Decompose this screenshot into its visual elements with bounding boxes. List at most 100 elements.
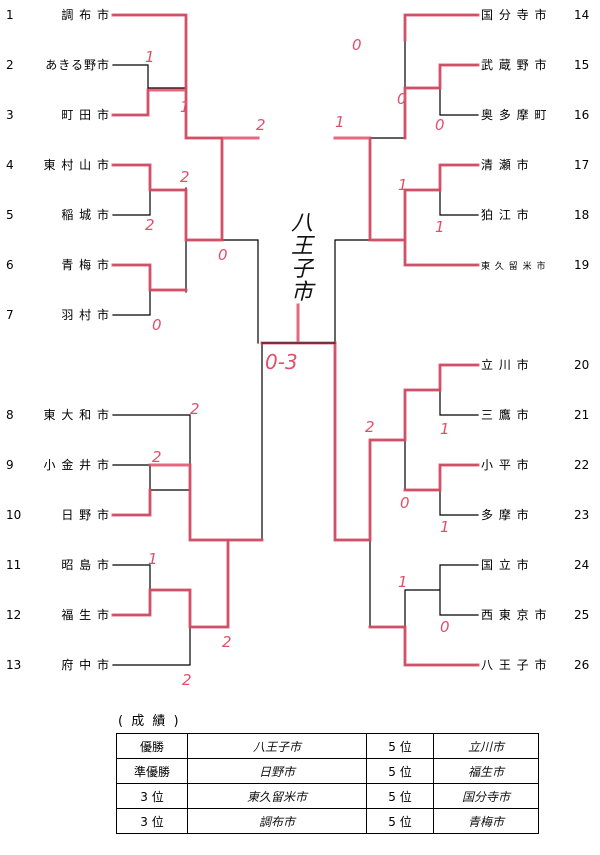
team-name: 町 田 市 bbox=[61, 108, 110, 122]
team-number: 2 bbox=[6, 58, 14, 72]
score-annotation: 0 bbox=[352, 36, 362, 54]
team-name: 福 生 市 bbox=[61, 608, 110, 622]
team-number: 7 bbox=[6, 308, 14, 322]
team-number: 13 bbox=[6, 658, 22, 672]
team-number: 18 bbox=[574, 208, 590, 222]
team-name: 昭 島 市 bbox=[61, 558, 110, 572]
team-number: 5 bbox=[6, 208, 14, 222]
results-label: 3 位 bbox=[116, 808, 188, 834]
score-annotation: 1 bbox=[440, 518, 450, 536]
results-name: 日野市 bbox=[187, 758, 367, 784]
results-name: 調布市 bbox=[187, 808, 367, 834]
team-name: 東 村 山 市 bbox=[43, 158, 110, 172]
team-number: 16 bbox=[574, 108, 590, 122]
score-annotation: 1 bbox=[335, 113, 345, 131]
team-number: 11 bbox=[6, 558, 22, 572]
score-annotation: 0 bbox=[397, 90, 407, 108]
score-annotation: 1 bbox=[180, 98, 190, 116]
team-name: 府 中 市 bbox=[61, 658, 110, 672]
team-number: 3 bbox=[6, 108, 14, 122]
score-annotation: 2 bbox=[145, 216, 155, 234]
team-number: 26 bbox=[574, 658, 590, 672]
team-name: 青 梅 市 bbox=[61, 258, 110, 272]
score-annotation: 0 bbox=[440, 618, 450, 636]
results-label: 優勝 bbox=[116, 733, 188, 759]
results-title: ( 成 績 ) bbox=[118, 714, 181, 729]
champion-handwritten: 八王子市 bbox=[290, 211, 313, 305]
results-place: 5 位 bbox=[366, 733, 434, 759]
team-name: 国 分 寺 市 bbox=[481, 8, 548, 22]
score-annotation: 2 bbox=[152, 448, 162, 466]
score-annotation: 1 bbox=[398, 573, 408, 591]
team-name: 東 大 和 市 bbox=[43, 408, 110, 422]
team-name: 羽 村 市 bbox=[61, 308, 110, 322]
score-annotation: 0 bbox=[400, 494, 410, 512]
results-name2: 福生市 bbox=[433, 758, 539, 784]
team-name: 立 川 市 bbox=[481, 358, 530, 372]
team-name: 小 金 井 市 bbox=[43, 458, 110, 472]
results-name2: 国分寺市 bbox=[433, 783, 539, 809]
team-number: 9 bbox=[6, 458, 14, 472]
results-label: 準優勝 bbox=[116, 758, 188, 784]
score-annotation: 0 bbox=[435, 116, 445, 134]
team-name: 清 瀬 市 bbox=[481, 158, 530, 172]
score-annotation: 2 bbox=[190, 400, 200, 418]
team-name: 奥 多 摩 町 bbox=[481, 108, 548, 122]
results-name: 東久留米市 bbox=[187, 783, 367, 809]
team-name: 稲 城 市 bbox=[61, 208, 110, 222]
score-annotation: 2 bbox=[182, 671, 192, 689]
score-annotation: 2 bbox=[365, 418, 375, 436]
team-number: 12 bbox=[6, 608, 22, 622]
team-name: 八 王 子 市 bbox=[481, 658, 548, 672]
results-label: 3 位 bbox=[116, 783, 188, 809]
score-annotation: 0 bbox=[218, 246, 228, 264]
team-number: 6 bbox=[6, 258, 14, 272]
results-name2: 立川市 bbox=[433, 733, 539, 759]
team-name: 狛 江 市 bbox=[481, 208, 530, 222]
team-name: あきる野市 bbox=[45, 58, 110, 72]
results-place: 5 位 bbox=[366, 808, 434, 834]
team-name: 武 蔵 野 市 bbox=[481, 58, 548, 72]
score-annotation: 1 bbox=[148, 550, 158, 568]
team-number: 21 bbox=[574, 408, 590, 422]
team-number: 8 bbox=[6, 408, 14, 422]
final-score: 0-3 bbox=[265, 350, 298, 374]
team-name: 調 布 市 bbox=[61, 8, 110, 22]
results-name: 八王子市 bbox=[187, 733, 367, 759]
results-place: 5 位 bbox=[366, 758, 434, 784]
team-number: 22 bbox=[574, 458, 590, 472]
team-number: 23 bbox=[574, 508, 590, 522]
team-name: 国 立 市 bbox=[481, 558, 530, 572]
team-name: 日 野 市 bbox=[61, 508, 110, 522]
score-annotation: 1 bbox=[435, 218, 445, 236]
team-number: 20 bbox=[574, 358, 590, 372]
team-name: 小 平 市 bbox=[481, 458, 530, 472]
team-number: 14 bbox=[574, 8, 590, 22]
team-name: 多 摩 市 bbox=[481, 508, 530, 522]
score-annotation: 2 bbox=[180, 168, 190, 186]
team-number: 4 bbox=[6, 158, 14, 172]
score-annotation: 1 bbox=[145, 48, 155, 66]
team-name: 東 久 留 米 市 bbox=[481, 262, 547, 272]
team-name: 三 鷹 市 bbox=[481, 408, 530, 422]
results-name2: 青梅市 bbox=[433, 808, 539, 834]
team-number: 1 bbox=[6, 8, 14, 22]
score-annotation: 2 bbox=[222, 633, 232, 651]
score-annotation: 1 bbox=[440, 420, 450, 438]
team-number: 19 bbox=[574, 258, 590, 272]
results-place: 5 位 bbox=[366, 783, 434, 809]
score-annotation: 2 bbox=[256, 116, 266, 134]
team-number: 17 bbox=[574, 158, 590, 172]
score-annotation: 0 bbox=[152, 316, 162, 334]
team-number: 10 bbox=[6, 508, 22, 522]
score-annotation: 1 bbox=[398, 176, 408, 194]
team-number: 25 bbox=[574, 608, 590, 622]
team-number: 24 bbox=[574, 558, 590, 572]
team-name: 西 東 京 市 bbox=[481, 608, 548, 622]
